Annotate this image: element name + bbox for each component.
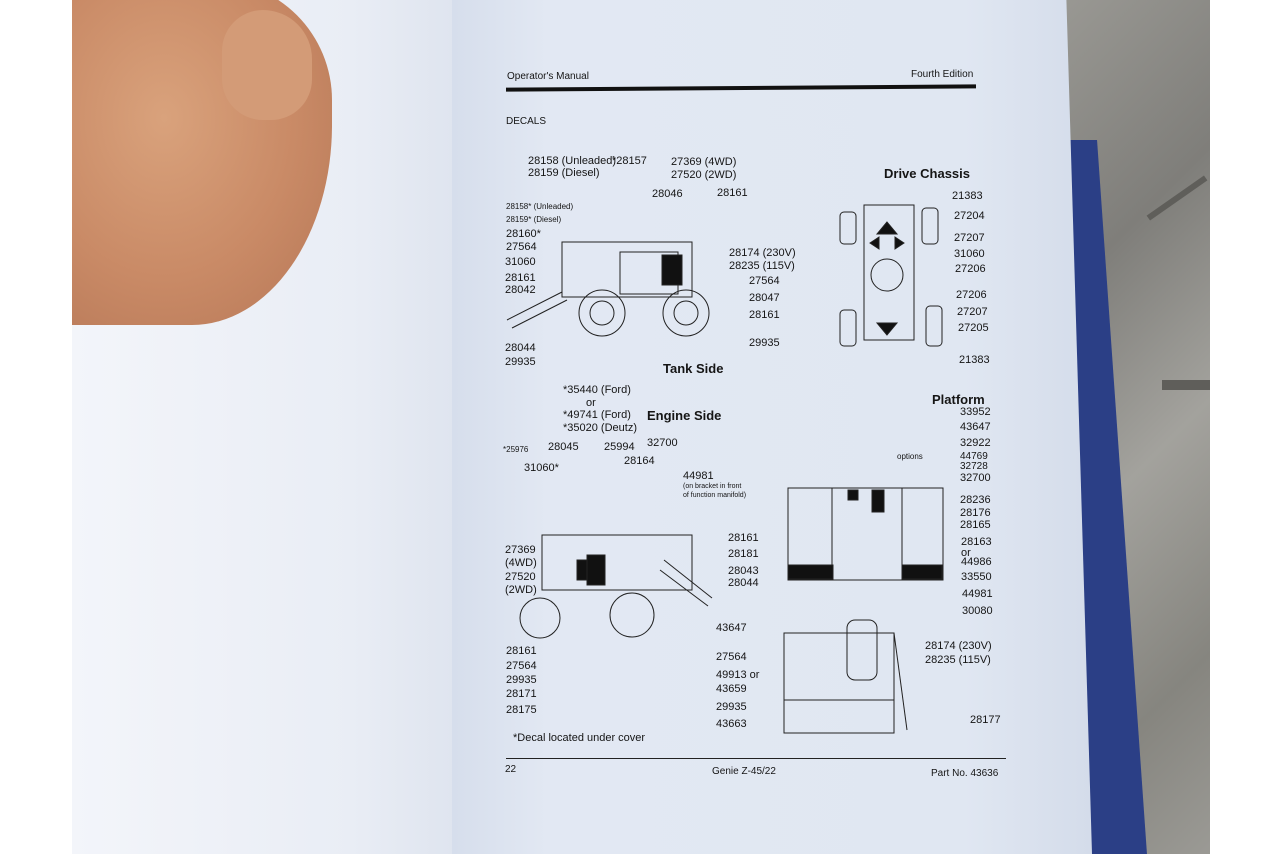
decal-label: 27206 (956, 289, 987, 301)
decal-label: 21383 (959, 354, 990, 366)
decal-label: 28235 (115V) (925, 654, 991, 666)
header-edition: Fourth Edition (911, 69, 974, 80)
footer-part-number: Part No. 43636 (931, 768, 999, 779)
decal-label: 29935 (716, 701, 747, 713)
decal-label: 27564 (716, 651, 747, 663)
decal-label: (4WD) (505, 557, 537, 569)
decal-label: 21383 (952, 190, 983, 202)
decal-label: 28042 (505, 284, 536, 296)
decal-label: 31060 (505, 256, 536, 268)
decal-label: 33550 (961, 571, 992, 583)
decal-label: 44986 (961, 556, 992, 568)
decal-label: 27520 (2WD) (671, 169, 737, 181)
page-number: 22 (505, 764, 517, 775)
decal-label: 28177 (970, 714, 1001, 726)
decal-label: 28165 (960, 519, 991, 531)
decal-label: 28161 (506, 645, 537, 657)
decal-label: 31060 (954, 248, 985, 260)
decal-label: 28161 (749, 309, 780, 321)
decal-label: 27207 (957, 306, 988, 318)
decal-label: 28163 (961, 536, 992, 548)
tank-side-title: Tank Side (663, 361, 724, 376)
decal-label: 32728 (960, 461, 988, 472)
decal-label: 32700 (960, 472, 991, 484)
decal-label: 28164 (624, 455, 655, 467)
decal-note: of function manifold) (683, 492, 747, 499)
decal-label: (2WD) (505, 584, 537, 596)
decal-label: 28045 (548, 441, 579, 453)
decal-label: 28161 (505, 272, 536, 284)
decal-label: or (961, 547, 971, 559)
decal-label: 28175 (506, 704, 537, 716)
decal-label: 43647 (716, 622, 747, 634)
footer-rule (506, 758, 1006, 759)
decal-label: 28046 (652, 188, 683, 200)
decal-label: 28235 (115V) (729, 260, 795, 272)
decal-label: 28159* (Diesel) (506, 215, 562, 224)
decal-label: 27564 (506, 660, 537, 672)
decal-label: 30080 (962, 605, 993, 617)
decal-label: 25994 (604, 441, 635, 453)
decal-label: 28161 (728, 532, 759, 544)
decal-label: 28160* (506, 228, 541, 240)
decal-label: 32700 (647, 437, 678, 449)
decal-label: 44981 (962, 588, 993, 600)
decal-label: 29935 (749, 337, 780, 349)
engine-side-title: Engine Side (647, 408, 722, 423)
decal-label: 44981 (683, 470, 714, 482)
manual-photo: Operator's Manual Fourth Edition DECALS … (72, 0, 1210, 854)
decal-label: 29935 (506, 674, 537, 686)
footer-model: Genie Z-45/22 (712, 766, 776, 777)
decal-label: 27564 (506, 241, 537, 253)
decal-label: 28161 (717, 187, 748, 199)
decal-label: 33952 (960, 406, 991, 418)
decal-label: 27564 (749, 275, 780, 287)
decal-label: *35020 (Deutz) (563, 422, 637, 434)
decal-label: 28181 (728, 548, 759, 560)
decal-label: 28044 (505, 342, 536, 354)
decal-label: 27369 (505, 544, 536, 556)
decal-label: 32922 (960, 437, 991, 449)
decal-label: 27520 (505, 571, 536, 583)
right-page (452, 0, 1092, 854)
decal-label: 43663 (716, 718, 747, 730)
decal-label: 28158* (Unleaded) (506, 202, 574, 211)
decal-label: 27205 (958, 322, 989, 334)
decal-label: 27207 (954, 232, 985, 244)
decal-label: or (586, 397, 596, 409)
section-title: DECALS (506, 116, 547, 127)
decal-label: 28047 (749, 292, 780, 304)
decal-label: options (897, 452, 923, 461)
decal-label: 28171 (506, 688, 537, 700)
decal-label: 31060* (524, 462, 559, 474)
decal-label: 28159 (Diesel) (528, 167, 600, 179)
drive-chassis-title: Drive Chassis (884, 166, 970, 181)
decal-note: (on bracket in front (683, 483, 742, 490)
decal-label: 27369 (4WD) (671, 156, 737, 168)
decal-label: *25976 (503, 445, 529, 454)
decal-label: 28044 (728, 577, 759, 589)
decal-label: *28157 (612, 155, 647, 167)
decal-label: 28174 (230V) (729, 247, 796, 259)
decal-label: 28158 (Unleaded) (528, 155, 617, 167)
decal-label: 27206 (955, 263, 986, 275)
decal-label: 44769 (960, 451, 988, 462)
decal-label: 43647 (960, 421, 991, 433)
decal-label: *49741 (Ford) (563, 409, 631, 421)
decal-label: 27204 (954, 210, 985, 222)
decal-label: 29935 (505, 356, 536, 368)
header-title: Operator's Manual (507, 71, 589, 82)
decal-label: 28236 (960, 494, 991, 506)
platform-title: Platform (932, 392, 985, 407)
decal-label: *35440 (Ford) (563, 384, 631, 396)
footnote: *Decal located under cover (513, 732, 646, 744)
decal-label: 28043 (728, 565, 759, 577)
decal-label: 28176 (960, 507, 991, 519)
decal-label: 49913 or (716, 669, 760, 681)
decal-label: 43659 (716, 683, 747, 695)
decal-label: 28174 (230V) (925, 640, 992, 652)
